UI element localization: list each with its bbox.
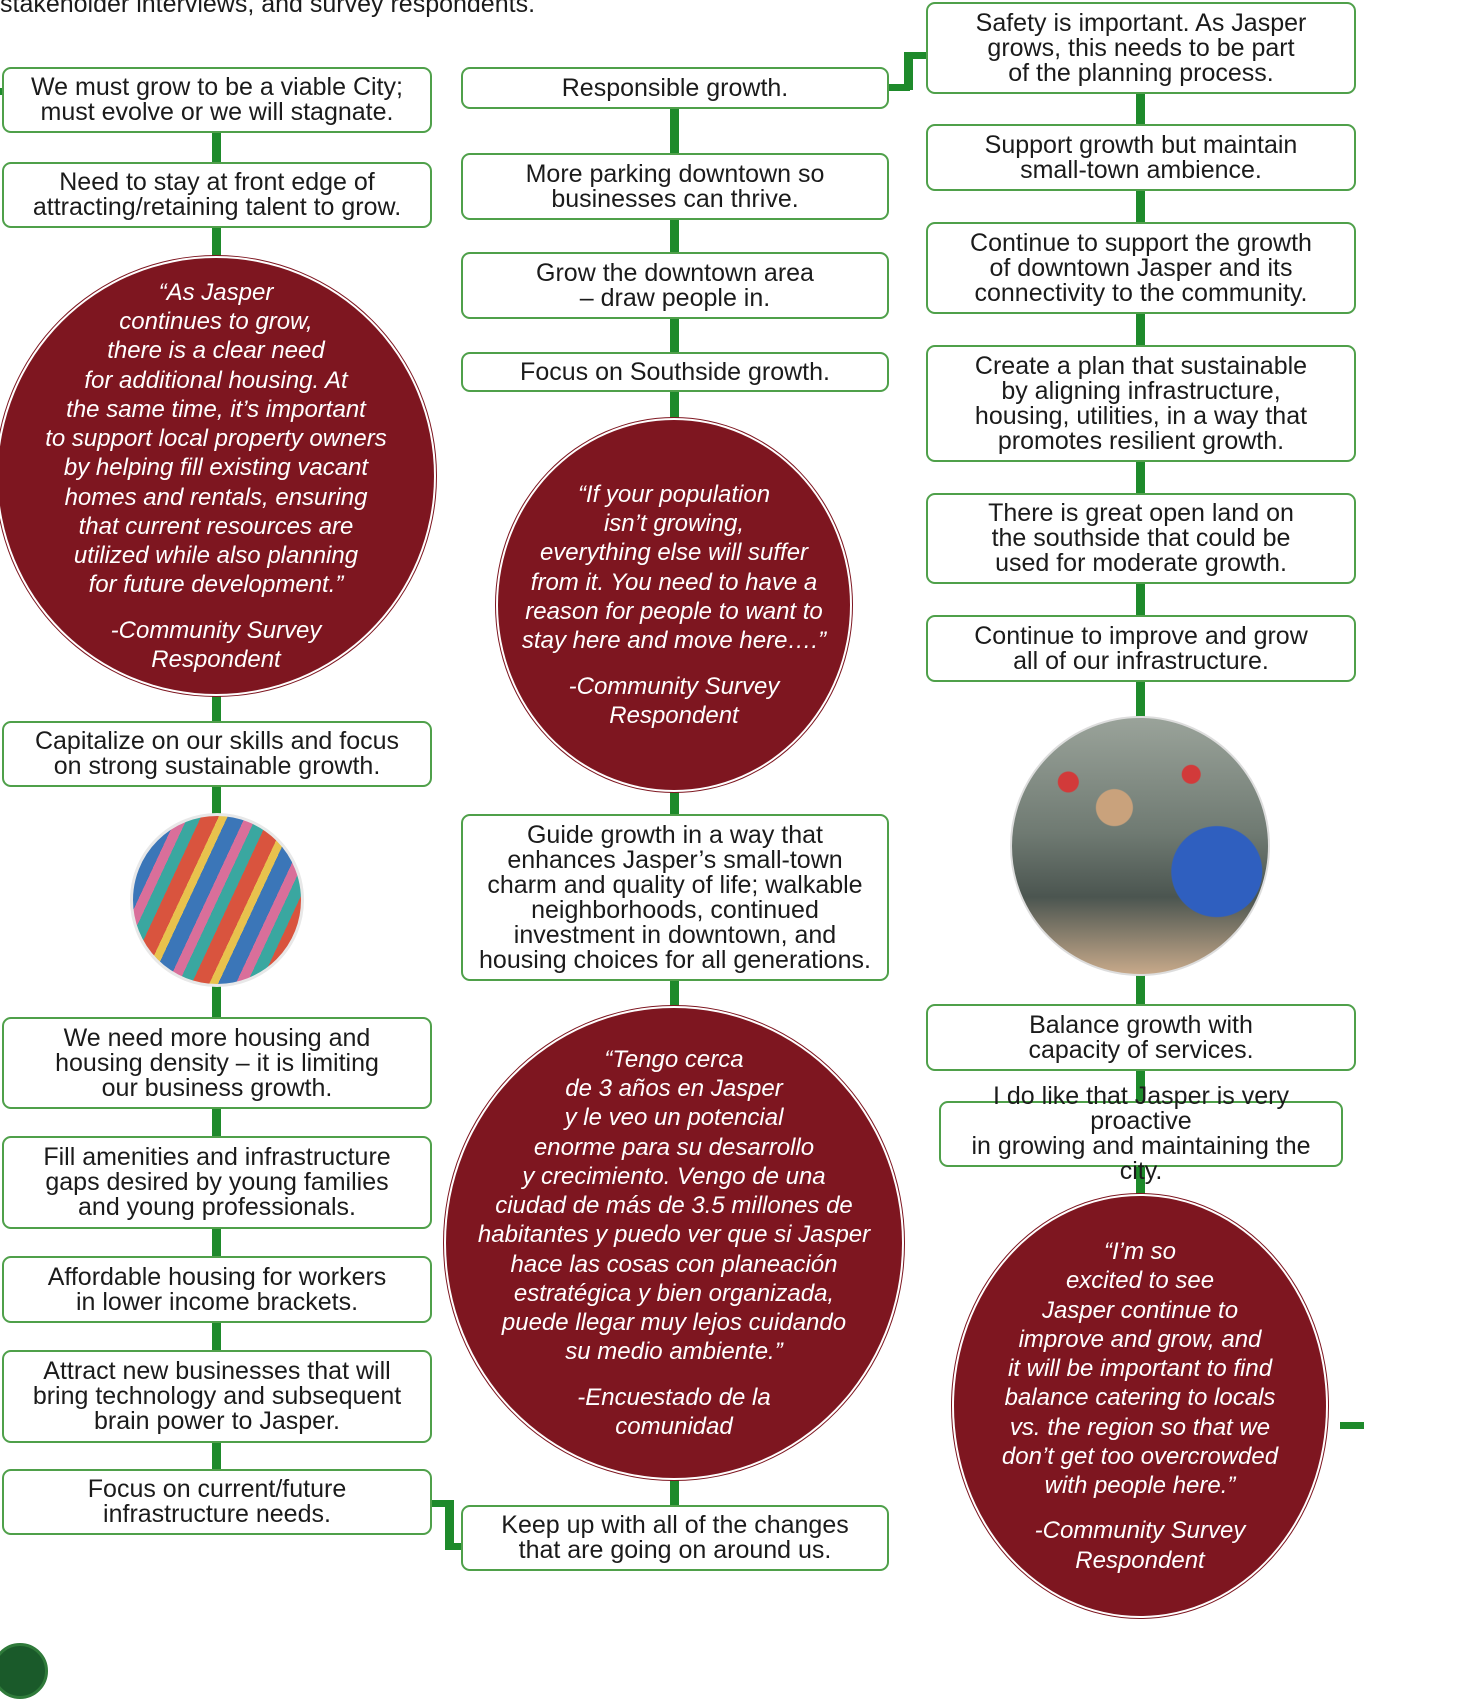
comment-text: We need more housing and housing density… <box>55 1023 379 1102</box>
comment-text: Grow the downtown area – draw people in. <box>536 258 814 312</box>
quote-attribution: -Community Survey Respondent <box>110 616 322 673</box>
comment-box: Create a plan that sustainable by aligni… <box>926 345 1356 462</box>
connector <box>904 52 928 59</box>
comment-text: Attract new businesses that will bring t… <box>32 1357 402 1435</box>
connector <box>212 1443 221 1471</box>
connector <box>670 219 679 255</box>
comment-text: I do like that Jasper is very proactive … <box>971 1082 1311 1185</box>
comment-text: Focus on Southside growth. <box>520 357 830 386</box>
comment-text: Responsible growth. <box>561 73 789 102</box>
comment-box: Safety is important. As Jasper grows, th… <box>926 2 1356 94</box>
connector <box>904 52 913 90</box>
comment-text: There is great open land on the southsid… <box>988 499 1294 577</box>
comment-text: Keep up with all of the changes that are… <box>501 1511 849 1564</box>
quote-text: “If your population isn’t growing, every… <box>521 480 827 655</box>
comment-box: Responsible growth. <box>461 67 889 109</box>
connector <box>670 391 679 423</box>
comment-text: Focus on current/future infrastructure n… <box>87 1475 347 1528</box>
comment-box: Focus on current/future infrastructure n… <box>2 1469 432 1535</box>
quote-text: “As Jasper continues to grow, there is a… <box>45 278 387 599</box>
comment-box: Support growth but maintain small-town a… <box>926 124 1356 191</box>
connector <box>670 785 679 817</box>
comment-text: More parking downtown so businesses can … <box>525 159 825 213</box>
quote-attribution: -Encuestado de la comunidad <box>577 1383 771 1440</box>
quote-circle: “If your population isn’t growing, every… <box>498 420 850 790</box>
comment-text: Balance growth with capacity of services… <box>1028 1010 1254 1064</box>
connector <box>1136 583 1145 617</box>
comment-box: Balance growth with capacity of services… <box>926 1004 1356 1071</box>
quote-circle: “I’m so excited to see Jasper continue t… <box>954 1196 1326 1616</box>
connector <box>212 688 221 722</box>
connector <box>670 108 679 156</box>
comment-box: We must grow to be a viable City; must e… <box>2 67 432 133</box>
connector <box>1340 1422 1364 1429</box>
comment-text: Fill amenities and infrastructure gaps d… <box>43 1143 391 1221</box>
connector <box>1136 313 1145 347</box>
connector <box>445 1543 465 1550</box>
quote-text: “I’m so excited to see Jasper continue t… <box>1001 1238 1279 1500</box>
connector <box>1136 92 1145 126</box>
connector <box>212 1108 221 1138</box>
comment-text: Need to stay at front edge of attracting… <box>32 168 402 221</box>
connector <box>670 1476 679 1508</box>
connector <box>212 1228 221 1258</box>
comment-box: Continue to support the growth of downto… <box>926 222 1356 314</box>
connector <box>212 984 221 1020</box>
connector <box>1136 1070 1145 1104</box>
smiling-man-outdoor-event-photo <box>1010 716 1270 976</box>
comment-box: We need more housing and housing density… <box>2 1017 432 1109</box>
connector <box>445 1500 454 1550</box>
comment-box: Fill amenities and infrastructure gaps d… <box>2 1136 432 1229</box>
comment-box: Affordable housing for workers in lower … <box>2 1256 432 1323</box>
comment-box: Guide growth in a way that enhances Jasp… <box>461 814 889 981</box>
connector <box>1136 681 1145 721</box>
connector <box>1136 1166 1145 1210</box>
comment-text: Affordable housing for workers in lower … <box>47 1262 387 1316</box>
intro-text: stakeholder interviews, and survey respo… <box>0 0 536 18</box>
quote-circle: “Tengo cerca de 3 años en Jasper y le ve… <box>446 1008 902 1478</box>
comment-box: Focus on Southside growth. <box>461 352 889 392</box>
connector <box>212 1322 221 1352</box>
comment-box: Need to stay at front edge of attracting… <box>2 162 432 228</box>
comment-box: There is great open land on the southsid… <box>926 493 1356 584</box>
connector <box>888 84 910 91</box>
quote-attribution: -Community Survey Respondent <box>1034 1517 1246 1574</box>
colorful-arches-mural-photo <box>130 813 304 987</box>
comment-text: We must grow to be a viable City; must e… <box>31 73 403 126</box>
connector <box>670 980 679 1012</box>
comment-text: Safety is important. As Jasper grows, th… <box>975 8 1307 87</box>
connector <box>1136 461 1145 495</box>
connector <box>432 1500 452 1507</box>
comment-text: Guide growth in a way that enhances Jasp… <box>479 820 871 974</box>
city-seal-logo <box>0 1643 48 1699</box>
comment-box: Attract new businesses that will bring t… <box>2 1350 432 1443</box>
comment-box: Continue to improve and grow all of our … <box>926 615 1356 682</box>
quote-text: “Tengo cerca de 3 años en Jasper y le ve… <box>477 1045 871 1366</box>
connector <box>212 228 221 268</box>
comment-box: Capitalize on our skills and focus on st… <box>2 721 432 787</box>
comment-box: More parking downtown so businesses can … <box>461 153 889 220</box>
comment-box: I do like that Jasper is very proactive … <box>939 1084 1343 1184</box>
connector <box>670 318 679 354</box>
comment-text: Support growth but maintain small-town a… <box>984 130 1298 184</box>
quote-attribution: -Community Survey Respondent <box>568 672 780 729</box>
quote-circle: “As Jasper continues to grow, there is a… <box>0 258 434 694</box>
comment-box: Grow the downtown area – draw people in. <box>461 252 889 319</box>
comment-box: Keep up with all of the changes that are… <box>461 1505 889 1571</box>
comment-text: Create a plan that sustainable by aligni… <box>974 351 1308 455</box>
comment-text: Continue to improve and grow all of our … <box>974 621 1308 675</box>
comment-text: Continue to support the growth of downto… <box>970 228 1312 307</box>
connector <box>212 786 221 816</box>
connector <box>1136 190 1145 224</box>
comment-text: Capitalize on our skills and focus on st… <box>34 727 400 780</box>
connector <box>212 132 221 164</box>
connector <box>1136 970 1145 1008</box>
